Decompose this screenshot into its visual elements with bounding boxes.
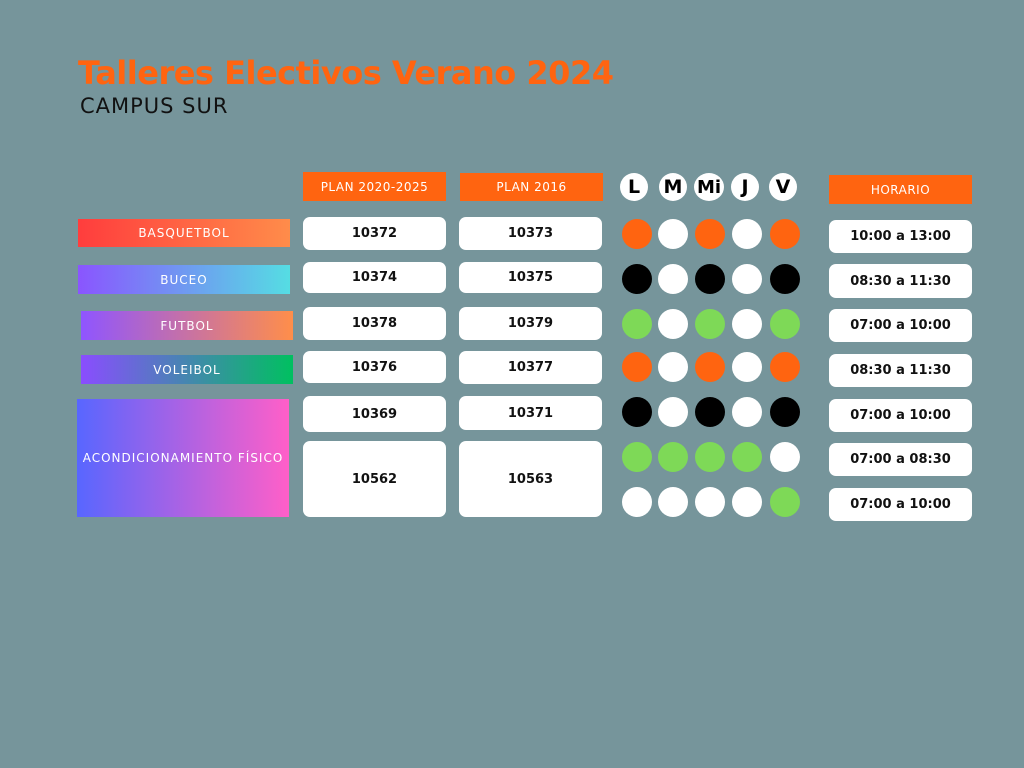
code-plan-2020-2025: 10372 bbox=[303, 217, 446, 250]
day-dot-miercoles bbox=[695, 487, 725, 517]
activity-voleibol: VOLEIBOL bbox=[81, 355, 293, 384]
day-dot-jueves bbox=[732, 487, 762, 517]
day-dot-martes bbox=[658, 352, 688, 382]
activity-buceo: BUCEO bbox=[78, 265, 290, 294]
activity-acondicionamiento-fisico: ACONDICIONAMIENTO FÍSICO bbox=[77, 399, 289, 517]
activity-futbol: FUTBOL bbox=[81, 311, 293, 340]
horario-cell: 07:00 a 10:00 bbox=[829, 399, 972, 432]
day-dot-miercoles bbox=[695, 442, 725, 472]
day-dot-lunes bbox=[622, 352, 652, 382]
code-plan-2020-2025: 10378 bbox=[303, 307, 446, 340]
day-header-jueves: J bbox=[731, 173, 759, 201]
day-header-viernes: V bbox=[769, 173, 797, 201]
horario-cell: 08:30 a 11:30 bbox=[829, 354, 972, 387]
code-plan-2020-2025: 10562 bbox=[303, 441, 446, 517]
page-subtitle: CAMPUS SUR bbox=[80, 94, 229, 118]
day-dot-lunes bbox=[622, 309, 652, 339]
day-dot-miercoles bbox=[695, 352, 725, 382]
day-header-miercoles: Mi bbox=[694, 173, 724, 201]
code-plan-2020-2025: 10376 bbox=[303, 351, 446, 383]
day-dot-miercoles bbox=[695, 219, 725, 249]
code-plan-2016: 10377 bbox=[459, 351, 602, 384]
horario-cell: 08:30 a 11:30 bbox=[829, 264, 972, 298]
day-dot-martes bbox=[658, 264, 688, 294]
day-dot-viernes bbox=[770, 219, 800, 249]
day-dot-viernes bbox=[770, 352, 800, 382]
day-dot-miercoles bbox=[695, 397, 725, 427]
day-dot-lunes bbox=[622, 264, 652, 294]
day-dot-jueves bbox=[732, 442, 762, 472]
day-dot-lunes bbox=[622, 397, 652, 427]
header-plan-2016: PLAN 2016 bbox=[460, 173, 603, 201]
day-dot-martes bbox=[658, 442, 688, 472]
day-dot-viernes bbox=[770, 309, 800, 339]
code-plan-2016: 10373 bbox=[459, 217, 602, 250]
code-plan-2016: 10371 bbox=[459, 396, 602, 430]
day-dot-martes bbox=[658, 219, 688, 249]
day-dot-martes bbox=[658, 309, 688, 339]
header-horario: HORARIO bbox=[829, 175, 972, 204]
day-dot-jueves bbox=[732, 264, 762, 294]
header-plan-2020-2025: PLAN 2020-2025 bbox=[303, 172, 446, 201]
day-dot-jueves bbox=[732, 309, 762, 339]
activity-basquetbol: BASQUETBOL bbox=[78, 219, 290, 247]
horario-cell: 07:00 a 08:30 bbox=[829, 443, 972, 476]
horario-cell: 07:00 a 10:00 bbox=[829, 309, 972, 342]
horario-cell: 07:00 a 10:00 bbox=[829, 488, 972, 521]
day-dot-viernes bbox=[770, 397, 800, 427]
code-plan-2016: 10563 bbox=[459, 441, 602, 517]
day-dot-jueves bbox=[732, 219, 762, 249]
day-dot-lunes bbox=[622, 219, 652, 249]
code-plan-2016: 10379 bbox=[459, 307, 602, 340]
day-dot-viernes bbox=[770, 487, 800, 517]
day-dot-miercoles bbox=[695, 264, 725, 294]
horario-cell: 10:00 a 13:00 bbox=[829, 220, 972, 253]
page-title: Talleres Electivos Verano 2024 bbox=[78, 54, 614, 92]
day-dot-viernes bbox=[770, 264, 800, 294]
day-dot-jueves bbox=[732, 352, 762, 382]
day-dot-lunes bbox=[622, 487, 652, 517]
code-plan-2020-2025: 10374 bbox=[303, 262, 446, 293]
day-header-lunes: L bbox=[620, 173, 648, 201]
day-header-martes: M bbox=[659, 173, 687, 201]
code-plan-2020-2025: 10369 bbox=[303, 396, 446, 432]
day-dot-miercoles bbox=[695, 309, 725, 339]
day-dot-jueves bbox=[732, 397, 762, 427]
day-dot-martes bbox=[658, 487, 688, 517]
day-dot-viernes bbox=[770, 442, 800, 472]
code-plan-2016: 10375 bbox=[459, 262, 602, 293]
day-dot-martes bbox=[658, 397, 688, 427]
day-dot-lunes bbox=[622, 442, 652, 472]
